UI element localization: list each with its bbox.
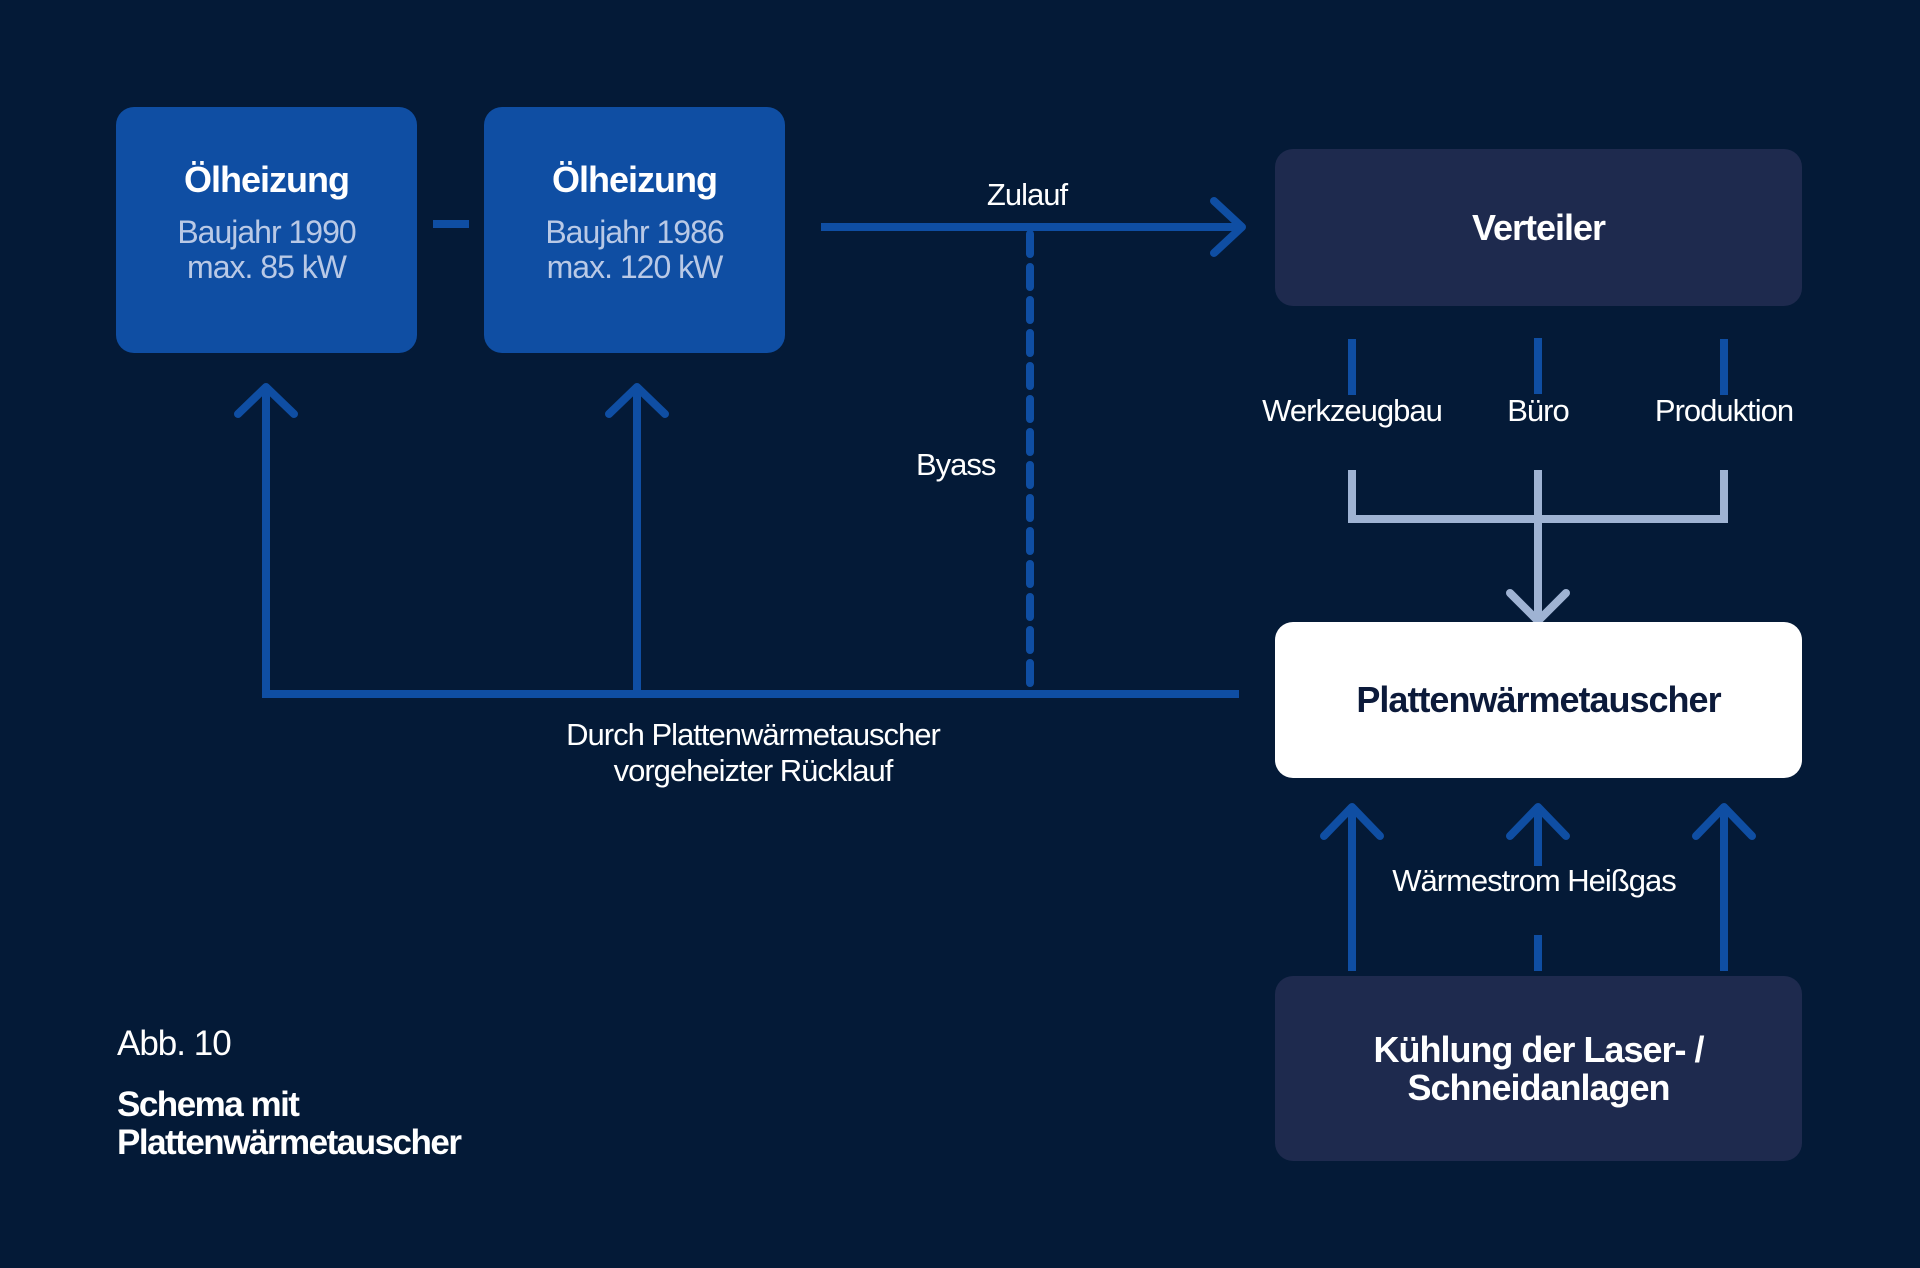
figure-number: Abb. 10: [117, 1024, 232, 1063]
supply-arrowhead-icon: [1210, 197, 1246, 257]
figure-title: Schema mit Plattenwärmetauscher: [117, 1085, 462, 1162]
heater-2-title: Ölheizung: [552, 159, 718, 200]
figure-title-line-1: Schema mit: [117, 1085, 300, 1124]
heat-flow-label: Wärmestrom Heißgas: [1392, 863, 1676, 898]
return-arrowhead-2-icon: [605, 383, 669, 418]
distributor-box[interactable]: Verteiler: [1275, 149, 1802, 306]
heat-arrowhead-left-icon: [1320, 803, 1384, 840]
heater-box-2[interactable]: Ölheizung Baujahr 1986 max. 120 kW: [484, 107, 785, 353]
heat-arrowhead-right-icon: [1692, 803, 1756, 840]
branch-label-buero: Büro: [1507, 393, 1569, 428]
cooling-source-title-line-2: Schneidanlagen: [1407, 1066, 1670, 1108]
heater-1-power: max. 85 kW: [187, 249, 347, 285]
return-line: [262, 391, 1239, 698]
return-label-line-2: vorgeheizter Rücklauf: [613, 753, 894, 788]
collector-arrowhead-icon: [1506, 589, 1570, 625]
heater-2-details: Baujahr 1986 max. 120 kW: [545, 214, 724, 285]
cooling-source-title-line-1: Kühlung der Laser- /: [1373, 1028, 1704, 1070]
heater-1-title: Ölheizung: [184, 159, 350, 200]
bypass-label: Byass: [916, 447, 996, 482]
heat-exchanger-title: Plattenwärmetauscher: [1356, 679, 1721, 720]
return-label-line-1: Durch Plattenwärmetauscher: [566, 717, 941, 752]
return-arrowhead-1-icon: [234, 383, 298, 418]
heater-2-year: Baujahr 1986: [545, 214, 724, 250]
heat-exchanger-box[interactable]: Plattenwärmetauscher: [1275, 622, 1802, 778]
heater-box-1[interactable]: Ölheizung Baujahr 1990 max. 85 kW: [116, 107, 417, 353]
heat-arrowhead-mid-icon: [1506, 803, 1570, 840]
cooling-source-box[interactable]: Kühlung der Laser- / Schneidanlagen: [1275, 976, 1802, 1161]
figure-title-line-2: Plattenwärmetauscher: [117, 1123, 462, 1162]
heater-1-details: Baujahr 1990 max. 85 kW: [177, 214, 356, 285]
return-label: Durch Plattenwärmetauscher vorgeheizter …: [566, 717, 941, 789]
branch-label-produktion: Produktion: [1654, 393, 1794, 428]
heater-2-power: max. 120 kW: [546, 249, 724, 285]
supply-label: Zulauf: [986, 177, 1068, 212]
branch-label-werkzeugbau: Werkzeugbau: [1262, 393, 1443, 428]
heater-1-year: Baujahr 1990: [177, 214, 356, 250]
distributor-title: Verteiler: [1471, 206, 1606, 248]
